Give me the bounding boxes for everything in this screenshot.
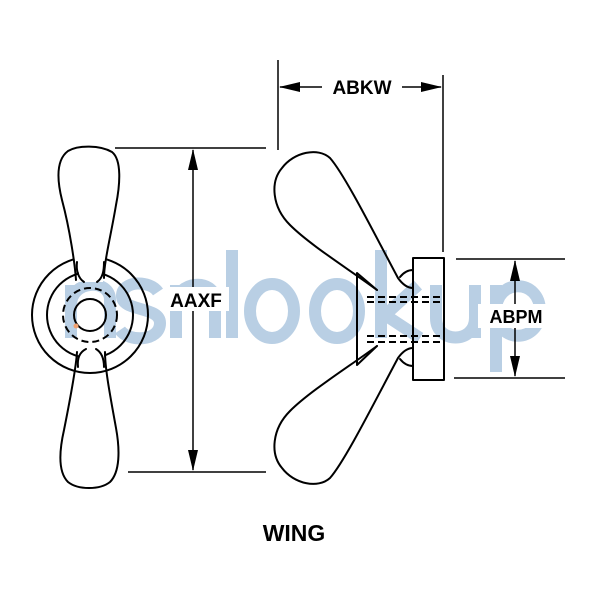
bottom-wing	[59, 351, 120, 489]
front-view	[31, 145, 149, 489]
dimension-aaxf: AAXF	[115, 147, 266, 473]
lower-wing-side	[273, 345, 414, 485]
side-view	[273, 151, 445, 485]
hub-flange	[412, 257, 445, 381]
upper-wing-side	[273, 151, 414, 291]
thread-circle-dashed	[62, 287, 118, 343]
dimension-abpm: ABPM	[454, 258, 565, 379]
marker-dot	[73, 323, 79, 329]
boss	[356, 272, 378, 366]
dimension-abkw: ABKW	[277, 60, 444, 252]
label-aaxf: AAXF	[170, 291, 222, 312]
watermark-logo	[65, 250, 546, 372]
label-abpm: ABPM	[490, 307, 543, 327]
top-wing	[57, 145, 121, 281]
diagram-title: WING	[263, 520, 326, 546]
bore-hole	[73, 298, 107, 332]
label-abkw: ABKW	[332, 78, 391, 99]
